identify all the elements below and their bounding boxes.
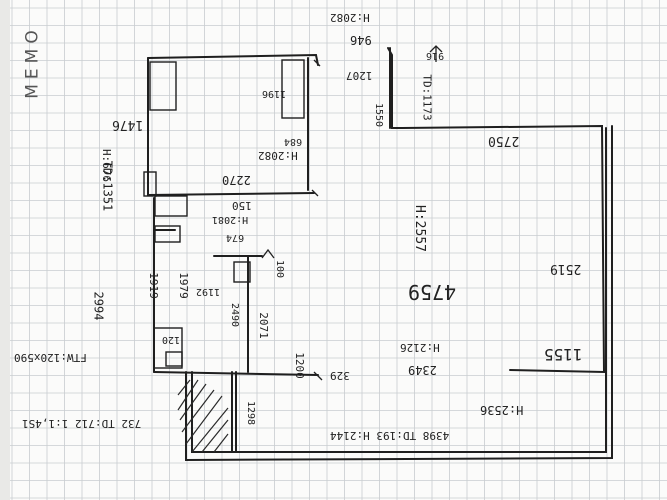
memo-brand-label: MEMO xyxy=(23,25,43,99)
label-h2126: H:2126 xyxy=(400,341,440,354)
label-2994: 2994 xyxy=(91,291,106,321)
label-1550: 1550 xyxy=(373,102,385,128)
wall-middle-horizontal xyxy=(147,192,315,196)
label-1196: 1196 xyxy=(262,88,287,99)
label-2490: 2490 xyxy=(229,302,241,328)
fixtures xyxy=(143,59,305,369)
label-732-td712: 732 TD:712 1:1,4S1 xyxy=(22,417,142,430)
fixture-box-d xyxy=(233,261,251,283)
label-2750: 2750 xyxy=(488,133,520,148)
label-674: 674 xyxy=(226,232,245,243)
label-946: 946 xyxy=(350,33,372,47)
label-h2536: H:2536 xyxy=(480,403,524,417)
label-329: 329 xyxy=(330,369,350,382)
label-td1173: TD:1173 xyxy=(420,74,434,121)
fixture-box-e xyxy=(165,351,183,367)
sketch-arrows xyxy=(261,45,443,381)
label-h2082: H:2082 xyxy=(258,149,298,162)
label-2071: 2071 xyxy=(256,312,270,339)
label-1207: 1207 xyxy=(346,69,373,82)
label-1192: 1192 xyxy=(196,286,221,297)
label-1919: 1919 xyxy=(146,272,160,299)
fixture-left-wall xyxy=(143,171,157,197)
label-1298: 1298 xyxy=(245,400,257,426)
label-1476: 1476 xyxy=(112,117,144,132)
stair-hatching xyxy=(177,379,229,453)
label-2519: 2519 xyxy=(550,261,582,276)
fixture-top-right xyxy=(281,59,305,119)
fixture-box-b xyxy=(154,225,181,243)
page-binding-shadow xyxy=(0,0,10,500)
label-150: 150 xyxy=(232,199,252,212)
label-h2081: H:2081 xyxy=(212,214,249,225)
label-1979: 1979 xyxy=(176,272,190,299)
label-916: 916 xyxy=(426,50,445,61)
wall-bottom-corridor-inner xyxy=(191,127,607,453)
label-684: 684 xyxy=(284,136,303,147)
label-ftw: FTW:120x590 xyxy=(14,351,87,364)
fixture-box-a xyxy=(154,195,188,217)
label-1155: 1155 xyxy=(544,345,583,364)
label-2270: 2270 xyxy=(222,173,251,187)
label-100: 100 xyxy=(274,259,286,279)
label-h676: H:676 xyxy=(100,148,114,183)
label-4759: 4759 xyxy=(408,280,457,304)
wall-right-room xyxy=(387,47,606,374)
wall-bottom-corridor xyxy=(185,125,613,462)
label-1200: 1200 xyxy=(292,352,306,379)
label-120: 120 xyxy=(162,334,181,345)
label-h2557: H:2557 xyxy=(411,205,427,252)
fixture-top-left xyxy=(149,61,177,111)
label-2349: 2349 xyxy=(408,363,437,377)
fixture-box-c xyxy=(153,327,183,369)
arrow-door xyxy=(261,248,275,259)
floor-plan-walls xyxy=(147,47,613,462)
wall-top-left xyxy=(147,53,319,66)
label-4398-td-h: 4398 TD:193 H:2144 xyxy=(330,429,450,442)
label-h2082-top: H:2082 xyxy=(330,11,370,24)
